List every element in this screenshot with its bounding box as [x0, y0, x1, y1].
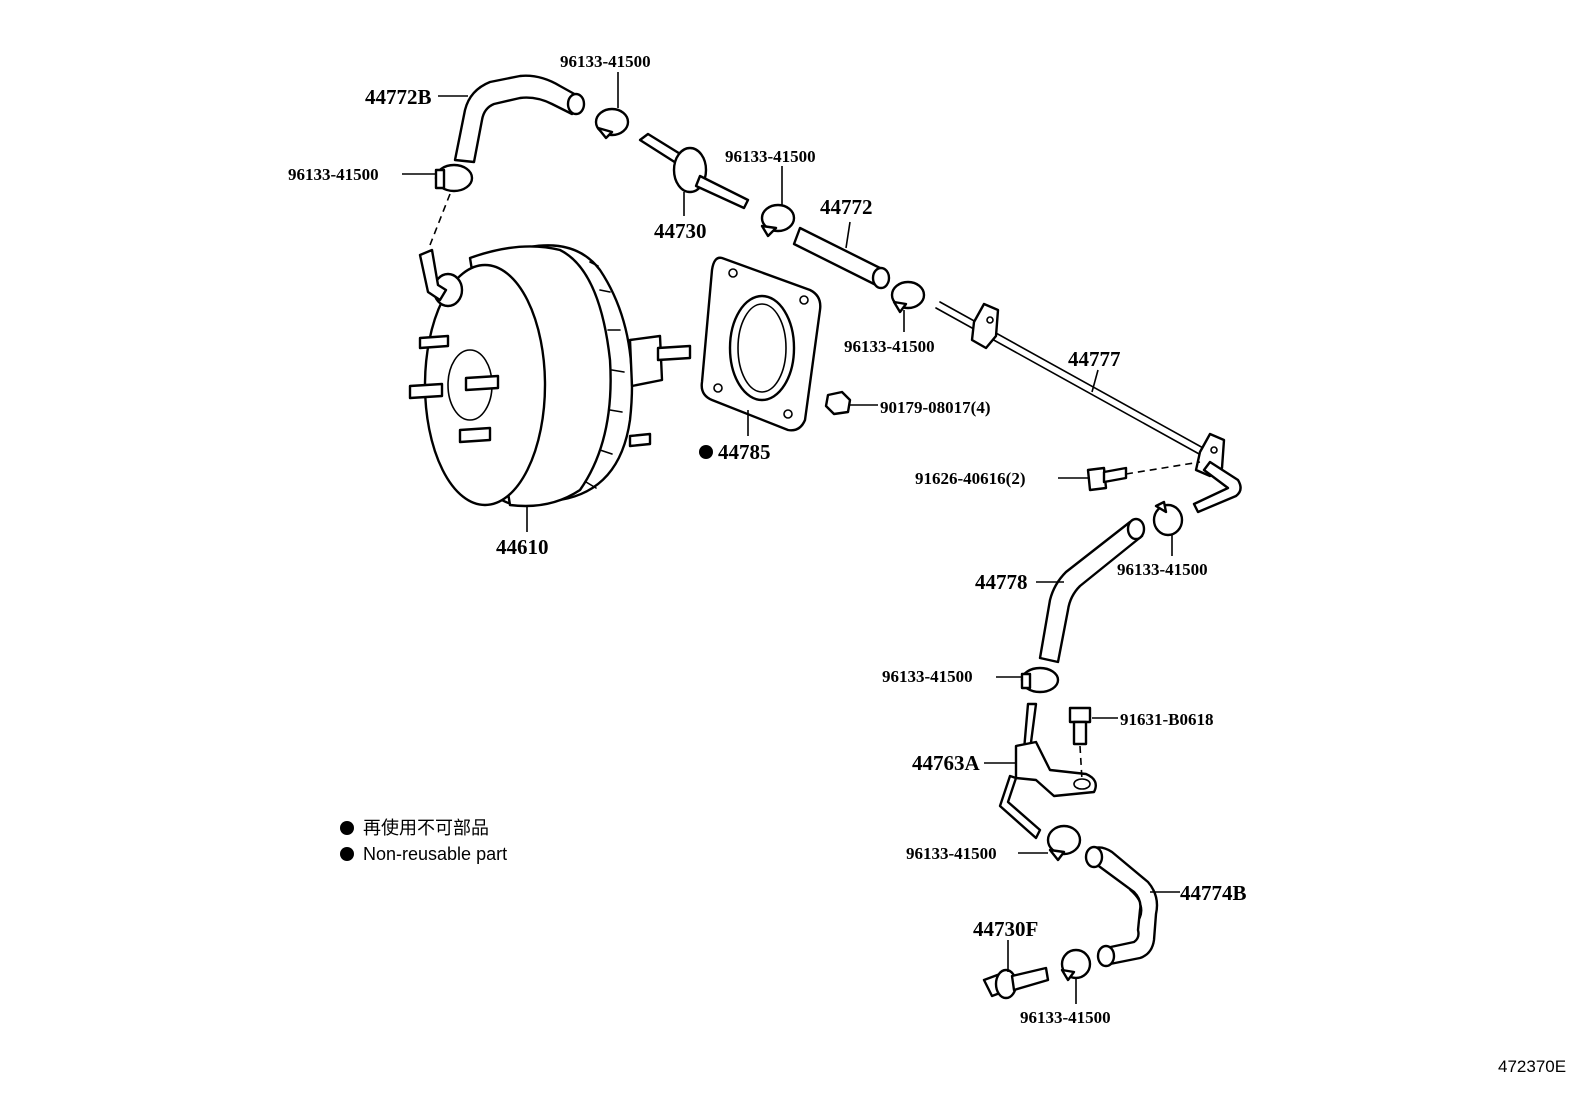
label-44610: 44610: [496, 535, 549, 559]
check-valve-44730: [638, 132, 750, 210]
tube-44777: [935, 301, 1242, 514]
legend-english: Non-reusable part: [363, 844, 507, 864]
hose-clip-4: [890, 280, 926, 314]
leader-lines: [402, 72, 1180, 1004]
label-44730f: 44730F: [973, 917, 1038, 941]
label-44777: 44777: [1068, 347, 1121, 371]
label-91631: 91631-B0618: [1120, 710, 1214, 729]
hose-clip-1: [434, 163, 474, 193]
hose-44778: [1038, 517, 1146, 664]
label-90179: 90179-08017(4): [880, 398, 990, 417]
hose-44774b: [1084, 845, 1159, 968]
non-reusable-marker: [699, 445, 713, 459]
label-91626: 91626-40616(2): [915, 469, 1025, 488]
bolt-91631: [1068, 706, 1092, 746]
label-44730: 44730: [654, 219, 707, 243]
label-44778: 44778: [975, 570, 1028, 594]
legend-japanese: 再使用不可部品: [363, 818, 489, 838]
booster-studs: [408, 334, 652, 448]
legend-bullet-japanese: [340, 821, 354, 835]
hose-clip-8: [1060, 948, 1092, 982]
legend-bullet-english: [340, 847, 354, 861]
label-clip-44772: 96133-41500: [844, 337, 935, 356]
hose-44772: [792, 226, 891, 290]
label-clip-44763a: 96133-41500: [906, 844, 997, 863]
brake-booster-44610: [408, 244, 692, 508]
label-clip-left: 96133-41500: [288, 165, 379, 184]
tube-44763a: [998, 702, 1097, 840]
check-valve-44730f: [982, 966, 1050, 1000]
label-clip-44730: 96133-41500: [725, 147, 816, 166]
part-labels: 96133-41500 44772B 96133-41500 96133-415…: [288, 52, 1247, 1027]
label-clip-44730f: 96133-41500: [1020, 1008, 1111, 1027]
diagram-code: 472370E: [1498, 1057, 1566, 1076]
hose-clip-3: [760, 203, 796, 238]
label-clip-44778-bottom: 96133-41500: [882, 667, 973, 686]
label-44772: 44772: [820, 195, 873, 219]
label-44763a: 44763A: [912, 751, 981, 775]
nut-90179: [824, 390, 852, 416]
label-44772b: 44772B: [365, 85, 432, 109]
hose-clip-7: [1046, 824, 1082, 862]
hose-44772b: [453, 74, 586, 164]
hose-clip-6: [1020, 666, 1060, 694]
label-44774b: 44774B: [1180, 881, 1247, 905]
hose-clip-2: [594, 107, 630, 140]
label-clip-44778: 96133-41500: [1117, 560, 1208, 579]
hose-clip-5: [1152, 500, 1184, 537]
bolt-91626: [1086, 466, 1128, 492]
label-clip-top: 96133-41500: [560, 52, 651, 71]
legend: 再使用不可部品 Non-reusable part: [340, 818, 507, 864]
label-44785: 44785: [718, 440, 771, 464]
gasket-44785: [700, 256, 822, 432]
